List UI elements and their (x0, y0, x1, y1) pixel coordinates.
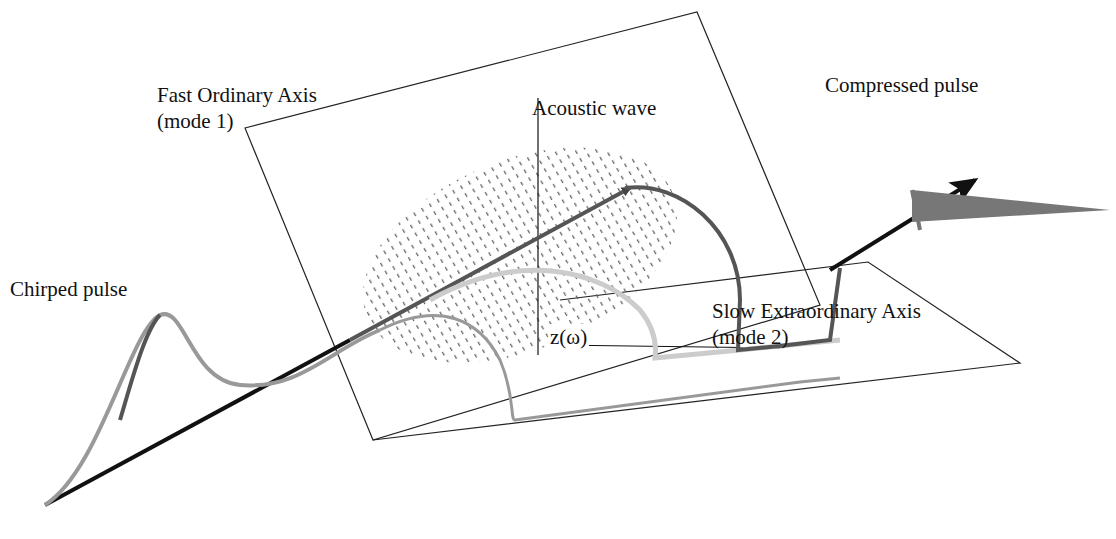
position-label: z(ω) (548, 324, 589, 350)
acoustic-wave (331, 105, 708, 405)
axis-label: Fast Ordinary Axis (mode 1) (157, 82, 352, 135)
axis-label: Slow Extraordinary Axis (mode 2) (712, 298, 957, 351)
compressed-pulse (912, 190, 920, 230)
wave-label: Acoustic wave (532, 95, 732, 121)
compressed-pulse (912, 190, 1110, 222)
output-label: Compressed pulse (825, 72, 1085, 98)
axis-line (537, 98, 538, 355)
output-arrow (830, 180, 975, 270)
chirped-pulse (120, 315, 160, 420)
chirped-pulse (45, 314, 380, 505)
vertical-plane (245, 12, 820, 440)
input-label: Chirped pulse (10, 276, 190, 302)
propagation-arrow (350, 188, 630, 340)
propagation-axis (45, 340, 350, 505)
